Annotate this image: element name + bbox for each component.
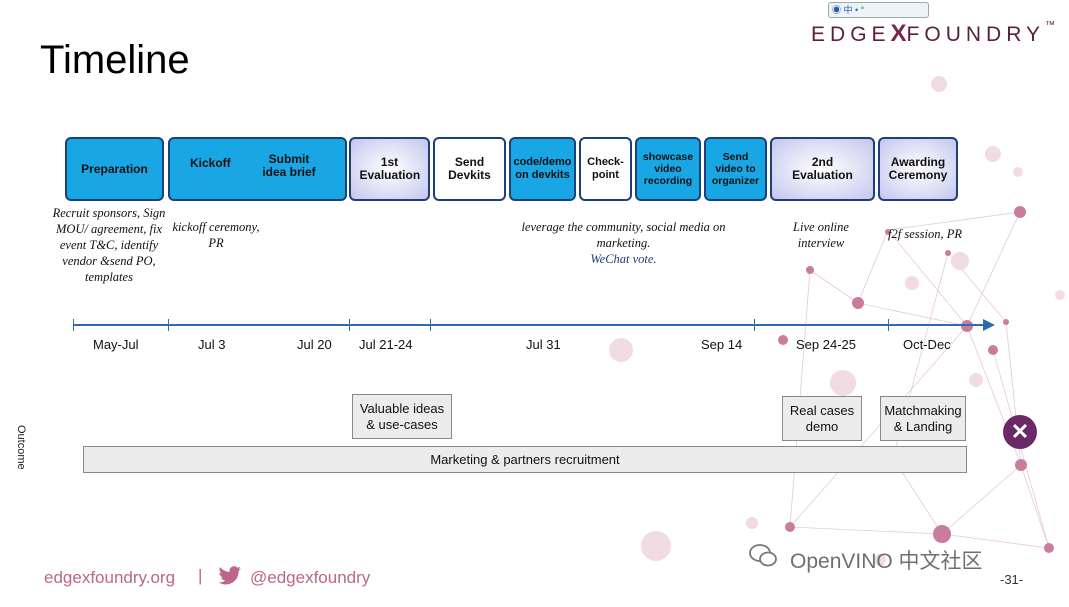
note-interview: Live online interview xyxy=(793,220,849,250)
input-method-toolbar[interactable]: ◉ 中 • ° xyxy=(828,2,929,18)
outcome-text: Real cases demo xyxy=(789,402,855,434)
phase-label: Send Devkits xyxy=(448,155,491,182)
tray-text: 中 • ° xyxy=(843,5,865,15)
date-label: Oct-Dec xyxy=(903,337,951,352)
date-label: Sep 14 xyxy=(701,337,743,352)
phase-awarding-ceremony: Awarding Ceremony xyxy=(878,137,958,201)
phase-send-video: Send video to organizer xyxy=(704,137,767,201)
phase-check-point: Check-point xyxy=(579,137,632,201)
phase-label: 2nd Evaluation xyxy=(792,155,853,182)
phase-1st-evaluation: 1st Evaluation xyxy=(349,137,430,201)
axis-tick xyxy=(888,319,889,331)
date-label: May-Jul xyxy=(93,337,139,352)
logo-x: X xyxy=(890,20,907,47)
date-label: Jul 31 xyxy=(526,337,561,352)
axis-tick xyxy=(168,319,169,331)
twitter-icon xyxy=(218,566,241,585)
axis-tick xyxy=(349,319,350,331)
footer-site-link[interactable]: edgexfoundry.org xyxy=(44,568,176,587)
watermark-text: OpenVINO 中文社区 xyxy=(790,550,983,573)
footer-twitter-handle[interactable]: @edgexfoundry xyxy=(250,568,371,587)
axis-tick xyxy=(73,319,74,331)
note-session: f2f session, PR xyxy=(888,227,962,241)
outcome-text: Matchmaking & Landing xyxy=(884,402,962,434)
phase-label: Awarding Ceremony xyxy=(888,155,948,182)
axis-tick xyxy=(430,319,431,331)
footer-separator: | xyxy=(198,566,203,585)
note-preparation: Recruit sponsors, Sign MOU/ agreement, f… xyxy=(52,206,166,284)
logo-tm: ™ xyxy=(1045,20,1055,31)
phase-label: Check-point xyxy=(587,156,624,181)
outcome-text: Valuable ideas & use-cases xyxy=(359,400,445,432)
outcome-label: Outcome xyxy=(15,425,27,470)
note-community: leverage the community, social media on … xyxy=(506,219,741,267)
outcome-matchmaking: Matchmaking & Landing xyxy=(880,396,966,441)
phase-send-devkits: Send Devkits xyxy=(433,137,506,201)
input-method-icon: ◉ xyxy=(832,5,842,15)
edgex-logo: EDGEXFOUNDRY™ xyxy=(811,20,1055,48)
wechat-icon xyxy=(749,544,777,567)
logo-left: EDGE xyxy=(811,23,891,46)
outcome-valuable-ideas: Valuable ideas & use-cases xyxy=(352,394,452,439)
outcome-text: Marketing & partners recruitment xyxy=(430,451,620,467)
note-kickoff: kickoff ceremony, PR xyxy=(172,220,260,250)
date-label: Jul 20 xyxy=(297,337,332,352)
phase-2nd-evaluation: 2nd Evaluation xyxy=(770,137,875,201)
phase-showcase-video: showcase video recording xyxy=(635,137,701,201)
logo-right: FOUNDRY xyxy=(906,23,1045,46)
phase-preparation: Preparation xyxy=(65,137,164,201)
date-label: Jul 21-24 xyxy=(359,337,413,352)
phase-label-submit: Submit idea brief xyxy=(262,152,316,179)
phase-label: showcase video recording xyxy=(642,151,694,187)
outcome-marketing: Marketing & partners recruitment xyxy=(83,446,967,473)
phase-label: code/demo on devkits xyxy=(513,156,572,181)
date-label: Sep 24-25 xyxy=(796,337,856,352)
phase-label-kickoff: Kickoff xyxy=(190,155,231,170)
page-title: Timeline xyxy=(40,38,190,82)
edgex-badge-icon: ✕ xyxy=(1003,415,1037,449)
phase-label: 1st Evaluation xyxy=(359,155,421,182)
note-wechat: WeChat vote. xyxy=(590,252,657,266)
timeline-arrowhead xyxy=(983,319,995,331)
axis-tick xyxy=(754,319,755,331)
note-community-text: leverage the community, social media on … xyxy=(521,220,726,250)
date-label: Jul 3 xyxy=(198,337,226,352)
phase-label: Preparation xyxy=(81,161,148,176)
outcome-real-cases: Real cases demo xyxy=(782,396,862,441)
timeline-axis xyxy=(73,324,985,326)
phase-code-demo: code/demo on devkits xyxy=(509,137,576,201)
phase-label: Send video to organizer xyxy=(711,151,760,187)
phase-kickoff-submit: Kickoff Submit idea brief xyxy=(168,137,347,201)
page-number: -31- xyxy=(1000,572,1024,587)
